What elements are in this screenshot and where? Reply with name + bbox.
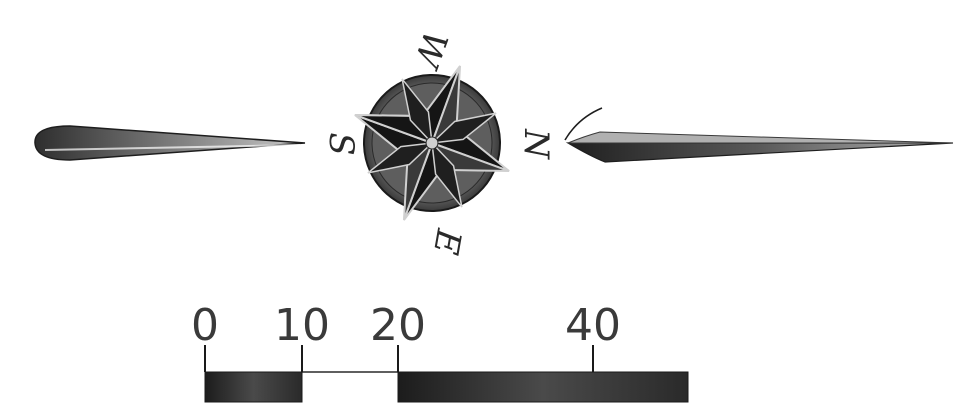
compass-label-south: S xyxy=(321,132,361,155)
scale-label-20: 20 xyxy=(370,300,426,351)
compass-label-west: W xyxy=(405,25,456,74)
scale-label-10: 10 xyxy=(274,300,330,351)
scale-bar-segment-20-end xyxy=(398,372,688,402)
scale-label-40: 40 xyxy=(565,300,621,351)
north-needle xyxy=(565,108,953,162)
compass-label-east: E xyxy=(425,225,469,258)
scale-label-0: 0 xyxy=(191,300,219,351)
south-needle xyxy=(35,126,305,160)
compass-label-north: N xyxy=(516,128,556,160)
scale-bar: 0 10 20 40 xyxy=(191,300,688,402)
scale-bar-segment-0-10 xyxy=(205,372,302,402)
